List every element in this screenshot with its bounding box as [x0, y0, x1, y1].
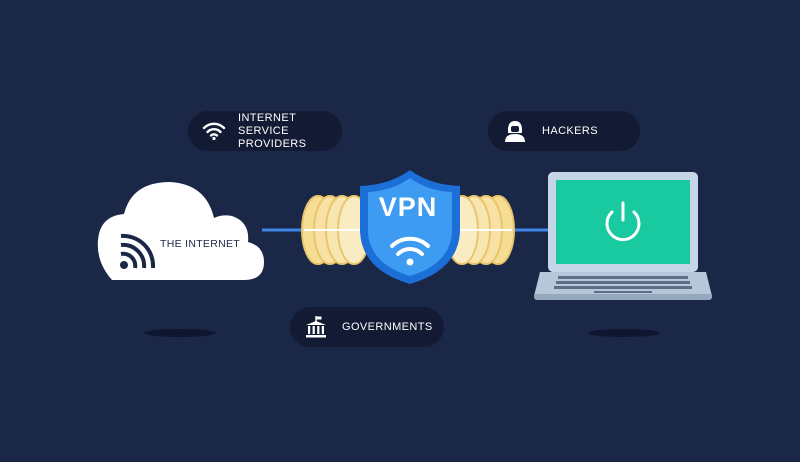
- power-icon: [605, 201, 641, 242]
- wifi-icon: [202, 121, 226, 141]
- isp-label-line1: INTERNET SERVICE: [238, 111, 297, 137]
- isp-label: INTERNET SERVICE PROVIDERS: [238, 112, 342, 151]
- laptop-icon: [534, 172, 712, 300]
- rss-signal-icon: [120, 233, 156, 269]
- shield-icon: [360, 170, 460, 284]
- hackers-badge: HACKERS: [488, 111, 640, 151]
- governments-label: GOVERNMENTS: [342, 320, 433, 333]
- vpn-label: VPN: [378, 192, 438, 222]
- hackers-label: HACKERS: [542, 124, 598, 137]
- laptop-shadow: [588, 329, 660, 337]
- shield-wifi-icon: [390, 236, 430, 266]
- encryption-tunnel: [301, 195, 515, 265]
- isp-badge: INTERNET SERVICE PROVIDERS: [188, 111, 342, 151]
- internet-label: THE INTERNET: [160, 238, 241, 250]
- cloud-shadow: [144, 329, 216, 337]
- isp-label-line2: PROVIDERS: [238, 137, 307, 150]
- governments-badge: GOVERNMENTS: [290, 307, 444, 347]
- hacker-icon: [502, 119, 528, 143]
- government-building-icon: [304, 316, 328, 338]
